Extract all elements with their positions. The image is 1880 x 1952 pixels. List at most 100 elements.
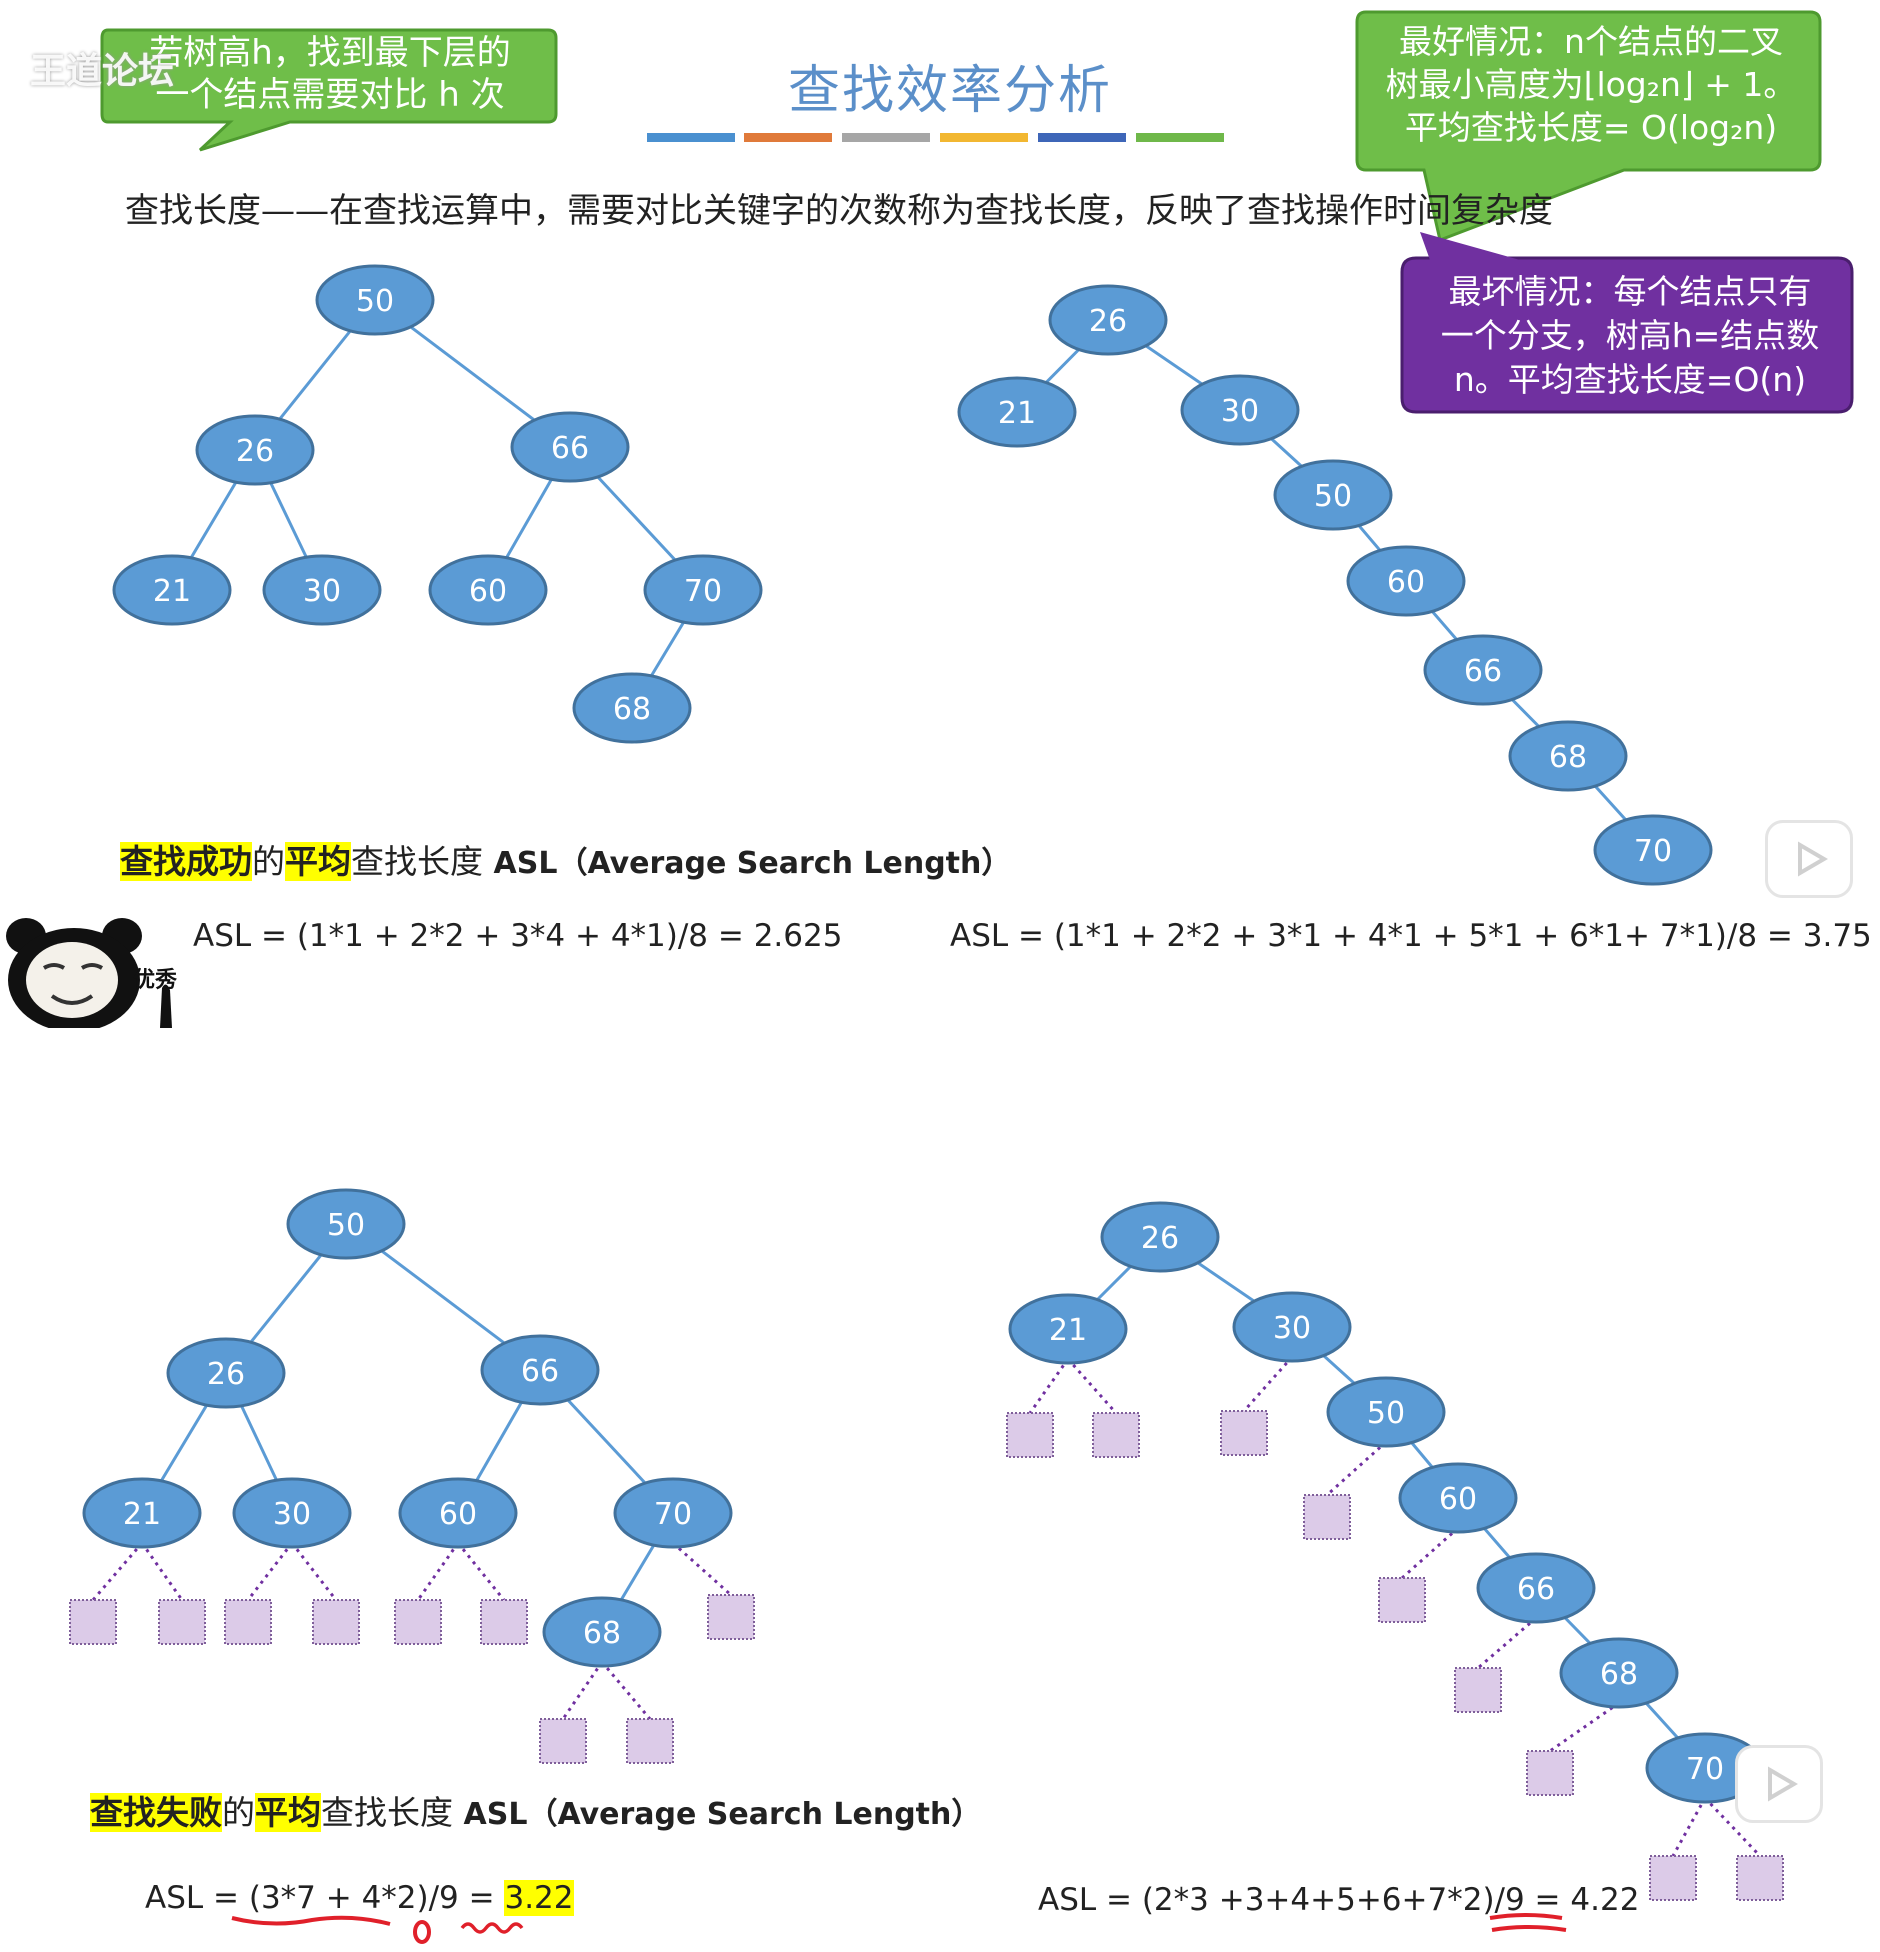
tree-node-50 bbox=[315, 264, 435, 336]
null-link bbox=[1242, 1356, 1294, 1412]
tree-node-label: 30 bbox=[1221, 394, 1259, 429]
tree-node-26 bbox=[1100, 1201, 1220, 1273]
null-link bbox=[671, 1541, 733, 1597]
tree-node-68 bbox=[1559, 1637, 1679, 1709]
tree-node-26 bbox=[1048, 284, 1168, 356]
tree-node-label: 60 bbox=[1439, 1482, 1477, 1517]
tree-node-66 bbox=[1423, 634, 1543, 706]
tree-node-70 bbox=[613, 1477, 733, 1549]
ink-underline bbox=[231, 1915, 391, 1926]
null-leaf-node bbox=[1006, 1412, 1054, 1458]
null-link bbox=[246, 1542, 294, 1601]
null-link bbox=[416, 1542, 460, 1601]
null-leaf-node bbox=[394, 1599, 442, 1645]
formula-fail-balanced: ASL = (3*7 + 4*2)/9 = 3.22 bbox=[145, 1880, 574, 1916]
tree-node-68 bbox=[572, 672, 692, 744]
video-play-button[interactable] bbox=[1735, 1745, 1823, 1823]
tree-node-label: 26 bbox=[207, 1357, 245, 1392]
callout-worst-case-text: 最坏情况：每个结点只有 一个分支，树高h=结点数 n。平均查找长度=O(n) bbox=[1410, 270, 1850, 402]
tree-node-50 bbox=[286, 1188, 406, 1260]
null-link bbox=[561, 1661, 604, 1720]
tree-node-68 bbox=[1508, 720, 1628, 792]
null-leaf-node bbox=[1092, 1412, 1140, 1458]
null-link bbox=[1401, 1526, 1459, 1580]
null-leaf-node bbox=[539, 1718, 587, 1764]
callout-line: 若树高h，找到最下层的 bbox=[149, 33, 511, 73]
tree-node-label: 70 bbox=[654, 1497, 692, 1532]
null-leaf-node bbox=[69, 1599, 117, 1645]
ink-annotations bbox=[231, 1913, 1567, 1944]
panda-meme bbox=[6, 918, 172, 1028]
heading-text: 的 bbox=[222, 1793, 255, 1832]
tree-node-21 bbox=[82, 1477, 202, 1549]
tree-node-70 bbox=[643, 554, 763, 626]
tree-node-50 bbox=[1326, 1376, 1446, 1448]
tree-node-label: 50 bbox=[1367, 1396, 1405, 1431]
formula-part: )/9 = bbox=[416, 1880, 505, 1916]
null-leaf-node bbox=[312, 1599, 360, 1645]
tree-node-21 bbox=[112, 554, 232, 626]
heading-english: ASL（Average Search Length） bbox=[463, 1797, 982, 1832]
title-bar-segment bbox=[647, 133, 735, 142]
tree-node-26 bbox=[195, 414, 315, 486]
tree-node-label: 50 bbox=[1314, 479, 1352, 514]
tree-node-label: 66 bbox=[1517, 1572, 1555, 1607]
tree-node-60 bbox=[398, 1477, 518, 1549]
null-link bbox=[600, 1661, 652, 1720]
ink-circle bbox=[413, 1920, 431, 1944]
ink-underline bbox=[1489, 1913, 1563, 1920]
heading-highlight: 查找失败 bbox=[90, 1793, 222, 1832]
null-link bbox=[1549, 1701, 1620, 1753]
tree-node-68 bbox=[542, 1596, 662, 1668]
callout-line: 最好情况：n个结点的二叉 bbox=[1399, 22, 1783, 61]
heading-highlight: 平均 bbox=[285, 842, 351, 881]
ink-squiggle bbox=[460, 1922, 524, 1934]
tree-node-60 bbox=[1398, 1462, 1518, 1534]
null-leaf-node bbox=[1454, 1667, 1502, 1713]
tree-node-label: 30 bbox=[1273, 1311, 1311, 1346]
play-icon bbox=[1768, 1766, 1798, 1802]
formula-result: 3.22 bbox=[504, 1880, 574, 1916]
null-leaf-node bbox=[158, 1599, 206, 1645]
failure-heading: 查找失败的平均查找长度 ASL（Average Search Length） bbox=[90, 1786, 981, 1834]
formula-result: 4.22 bbox=[1570, 1882, 1640, 1918]
tree-node-label: 66 bbox=[521, 1354, 559, 1389]
heading-text: 查找长度 bbox=[321, 1793, 464, 1832]
tree-node-label: 26 bbox=[1141, 1221, 1179, 1256]
tree-node-label: 30 bbox=[273, 1497, 311, 1532]
tree-node-66 bbox=[1476, 1552, 1596, 1624]
null-link bbox=[456, 1542, 506, 1601]
null-link bbox=[290, 1542, 338, 1601]
search-length-definition: 查找长度——在查找运算中，需要对比关键字的次数称为查找长度，反映了查找操作时间复… bbox=[125, 191, 1553, 231]
tree-node-30 bbox=[1180, 374, 1300, 446]
callout-line: 最坏情况：每个结点只有 bbox=[1448, 272, 1812, 311]
video-play-button[interactable] bbox=[1765, 820, 1853, 898]
page-title: 查找效率分析 bbox=[787, 61, 1112, 121]
tree-node-30 bbox=[1232, 1291, 1352, 1363]
title-bar-segment bbox=[744, 133, 832, 142]
tree-node-label: 21 bbox=[153, 574, 191, 609]
tree-node-30 bbox=[232, 1477, 352, 1549]
null-link bbox=[1477, 1616, 1537, 1670]
null-leaf-node bbox=[626, 1718, 674, 1764]
tree-node-50 bbox=[1273, 459, 1393, 531]
tree-node-70 bbox=[1593, 814, 1713, 886]
tree-node-label: 21 bbox=[998, 396, 1036, 431]
tree-node-label: 70 bbox=[684, 574, 722, 609]
formula-success-skewed: ASL = (1*1 + 2*2 + 3*1 + 4*1 + 5*1 + 6*1… bbox=[950, 918, 1872, 954]
null-leaf-node bbox=[1220, 1410, 1268, 1456]
heading-highlight: 查找成功 bbox=[120, 842, 252, 881]
title-bar-segment bbox=[842, 133, 930, 142]
formula-success-balanced: ASL = (1*1 + 2*2 + 3*4 + 4*1)/8 = 2.625 bbox=[193, 918, 843, 954]
null-link bbox=[1671, 1797, 1707, 1857]
null-leaf-node bbox=[1736, 1855, 1784, 1901]
null-link bbox=[140, 1542, 184, 1601]
panda-caption: 优秀 bbox=[133, 968, 178, 993]
tree-node-26 bbox=[166, 1337, 286, 1409]
success-heading: 查找成功的平均查找长度 ASL（Average Search Length） bbox=[120, 835, 1011, 883]
tree-node-label: 66 bbox=[1464, 654, 1502, 689]
